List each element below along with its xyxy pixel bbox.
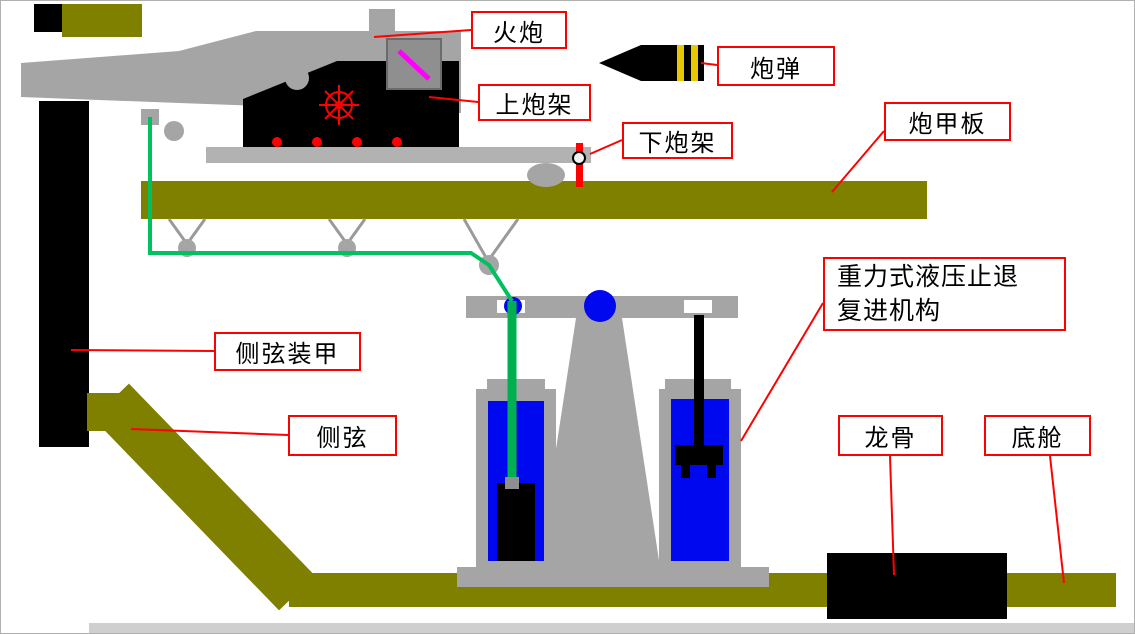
piston-crosshead	[675, 445, 723, 465]
crossbeam-slot-right	[684, 300, 712, 313]
shell-band-2	[691, 45, 698, 81]
elevation-wheel	[319, 85, 359, 125]
hull-side-diagonal	[93, 383, 315, 611]
label-side-hull: 侧弦	[288, 415, 397, 456]
pivot-pin	[576, 143, 583, 187]
hanger-right-rope	[486, 218, 520, 262]
leader-line-recoil-mechanism	[740, 302, 824, 442]
hydraulic-tube-line	[148, 117, 514, 303]
label-upper-carriage: 上炮架	[478, 84, 591, 121]
hanger-right-rope	[462, 218, 490, 262]
leader-line-keel	[889, 455, 895, 576]
shell-tip	[599, 45, 641, 81]
floor-strip	[89, 623, 1134, 633]
label-bottom-hold: 底舱	[984, 415, 1091, 456]
gun-barrel	[21, 51, 179, 103]
bow-armor-block	[62, 4, 142, 37]
label-keel: 龙骨	[838, 415, 943, 456]
gun-deck-beam	[141, 181, 927, 219]
magenta-marker	[397, 49, 431, 81]
label-shell: 炮弹	[717, 46, 835, 86]
shell-shape	[599, 45, 704, 81]
label-recoil-mechanism: 重力式液压止退 复进机构	[823, 257, 1066, 331]
leader-line-side-hull	[130, 428, 289, 436]
tube-connector	[505, 477, 519, 489]
hose-guide-ball	[164, 121, 184, 141]
gun-sight-block	[369, 9, 395, 35]
piston-rod	[694, 315, 704, 451]
side-armor-plate	[39, 101, 89, 447]
label-side-armor: 侧弦装甲	[214, 332, 361, 371]
shell-band-1	[677, 45, 684, 81]
mount-bolt-dot	[352, 137, 362, 147]
mount-bolt-dot	[392, 137, 402, 147]
crosshead-leg-left	[681, 465, 690, 478]
pedestal	[538, 318, 660, 567]
label-gun-deck: 炮甲板	[884, 102, 1011, 141]
base-plate	[457, 567, 769, 587]
leader-line-gun-deck	[831, 130, 885, 193]
pivot-pin-eye	[572, 151, 586, 165]
leader-line-bottom-hold	[1049, 455, 1065, 584]
leader-line-gun	[373, 29, 472, 38]
label-gun: 火炮	[471, 11, 567, 49]
pivot-ball-large	[584, 290, 616, 322]
mount-bolt-dot	[272, 137, 282, 147]
slide-rail	[206, 147, 591, 163]
leader-line-side-armor	[70, 349, 215, 352]
rail-roller	[527, 163, 565, 187]
bow-block	[34, 4, 62, 32]
leader-line-shell	[700, 62, 718, 66]
keel-block	[827, 553, 1007, 619]
label-lower-carriage: 下炮架	[622, 122, 733, 159]
crosshead-leg-right	[707, 465, 716, 478]
left-cylinder-piston	[497, 483, 535, 561]
leader-line-lower-carriage	[589, 139, 623, 155]
mount-bolt-dot	[312, 137, 322, 147]
leader-line-upper-carriage	[428, 96, 479, 103]
trunnion-circle	[285, 66, 309, 90]
